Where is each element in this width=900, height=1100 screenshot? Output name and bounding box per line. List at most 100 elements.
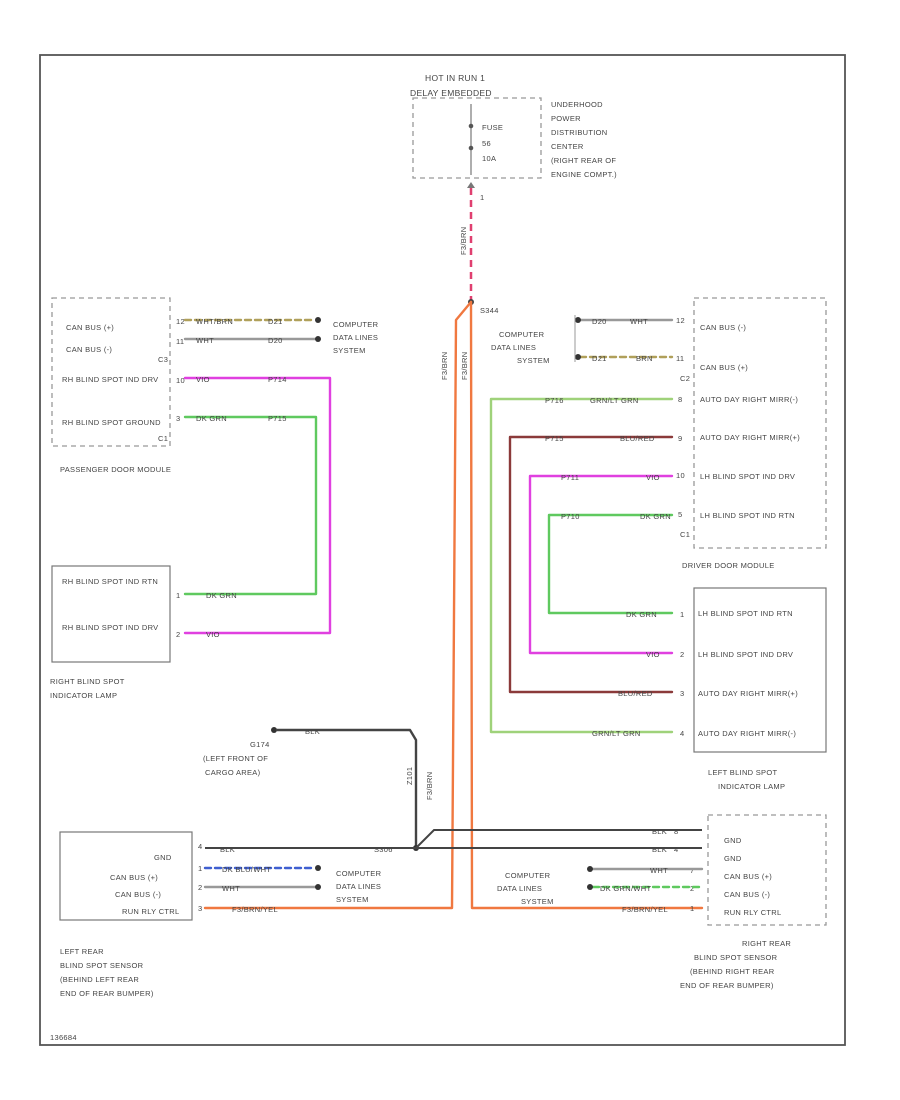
wire-code: D21 <box>592 354 607 363</box>
rh-ind-rtn-wire <box>183 415 318 596</box>
passenger-door-module-box <box>51 297 171 447</box>
pdm-pin: 3 <box>176 414 180 423</box>
pdc-line: ENGINE COMPT.) <box>551 170 617 179</box>
terminal-dot <box>575 317 581 323</box>
pdc-pin: 1 <box>480 193 484 202</box>
data-lines-label: COMPUTER <box>336 869 382 878</box>
data-lines-label: SYSTEM <box>336 895 369 904</box>
rsensor-pin: 8 <box>674 827 678 836</box>
right-sensor-title: (BEHIND RIGHT REAR <box>690 967 775 976</box>
pdc-box <box>412 97 542 179</box>
wire-label: WHT <box>222 884 240 893</box>
wire-label: WHT/BRN <box>196 317 233 326</box>
run-relay-feed-right <box>469 300 704 910</box>
run-relay-feed-left <box>203 300 473 910</box>
wire-label: DK BLU/WHT <box>222 865 271 874</box>
data-lines-label: SYSTEM <box>517 356 550 365</box>
llamp-row-label: LH BLIND SPOT IND DRV <box>698 650 793 659</box>
llamp-row-label: AUTO DAY RIGHT MIRR(-) <box>698 729 796 738</box>
splice-label: S344 <box>480 306 499 315</box>
wire-code: D20 <box>268 336 283 345</box>
ddm-pin: 11 <box>676 354 684 363</box>
left-sensor-title: LEFT REAR <box>60 947 104 956</box>
wire-label: VIO <box>196 375 210 384</box>
wire-label: GRN/LT GRN <box>592 729 641 738</box>
ground-vertical-wire: F3/BRN <box>425 772 434 800</box>
right-lamp-title: RIGHT BLIND SPOT <box>50 677 125 686</box>
llamp-row-label: AUTO DAY RIGHT MIRR(+) <box>698 689 798 698</box>
rsensor-row-label: CAN BUS (+) <box>724 872 772 881</box>
lsensor-row-label: CAN BUS (-) <box>115 890 161 899</box>
ddm-connector: C1 <box>680 530 690 539</box>
ground-desc: CARGO AREA) <box>205 768 261 777</box>
wire-label: F3/BRN/YEL <box>232 905 278 914</box>
wire-label: VIO <box>646 473 660 482</box>
ddm-pin: 8 <box>678 395 682 404</box>
driver-door-module-title: DRIVER DOOR MODULE <box>682 561 775 570</box>
rsensor-pin: 7 <box>690 866 694 875</box>
left-blind-spot-lamp-box <box>693 587 827 753</box>
splice-label: S306 <box>374 845 393 854</box>
right-gnd-wire-1 <box>415 829 702 849</box>
feed-wire-label: F3/BRN <box>440 352 449 380</box>
terminal-dot <box>315 884 321 890</box>
left-sensor-title: END OF REAR BUMPER) <box>60 989 154 998</box>
data-lines-label: DATA LINES <box>333 333 378 342</box>
lh-ind-drv-wire <box>528 474 674 655</box>
pdm-row-label: RH BLIND SPOT GROUND <box>62 418 161 427</box>
pdm-row-label: RH BLIND SPOT IND DRV <box>62 375 158 384</box>
wire-code: P710 <box>561 512 580 521</box>
llamp-pin: 4 <box>680 729 684 738</box>
fuse-amperage: 10A <box>482 154 496 163</box>
ddm-pin: 12 <box>676 316 685 325</box>
right-blind-spot-lamp-box <box>51 565 171 663</box>
figure-number: 136684 <box>50 1033 77 1042</box>
mirror-plus-wire <box>508 435 674 694</box>
fuse-terminal <box>468 145 474 151</box>
pdm-pin: 10 <box>176 376 185 385</box>
wire-label: DK GRN <box>206 591 237 600</box>
terminal-dot <box>587 884 593 890</box>
wire-label: BRN <box>636 354 653 363</box>
ground-wire <box>275 728 418 850</box>
wire-code: P716 <box>545 396 564 405</box>
rlamp-row-label: RH BLIND SPOT IND RTN <box>62 577 158 586</box>
llamp-pin: 1 <box>680 610 684 619</box>
pdm-row-label: CAN BUS (+) <box>66 323 114 332</box>
lsensor-row-label: CAN BUS (+) <box>110 873 158 882</box>
ground-splice-wire: Z101 <box>405 767 414 785</box>
wire-label: VIO <box>206 630 220 639</box>
llamp-row-label: LH BLIND SPOT IND RTN <box>698 609 793 618</box>
mirror-minus-wire <box>489 397 674 734</box>
pdc-description: UNDERHOOD POWER DISTRIBUTION CENTER (RIG… <box>551 100 617 179</box>
data-lines-label: SYSTEM <box>333 346 366 355</box>
feed-wire-label: F3/BRN <box>459 227 468 255</box>
ddm-row-label: CAN BUS (-) <box>700 323 746 332</box>
left-lamp-title: LEFT BLIND SPOT <box>708 768 777 777</box>
terminal-dot <box>315 336 321 342</box>
passenger-door-module-title: PASSENGER DOOR MODULE <box>60 465 171 474</box>
data-lines-label: DATA LINES <box>491 343 536 352</box>
ddm-pin: 5 <box>678 510 682 519</box>
lh-ind-rtn-wire <box>547 513 674 615</box>
pdm-connector: C3 <box>158 355 168 364</box>
rsensor-row-label: GND <box>724 836 742 845</box>
wire-code: P715 <box>268 414 287 423</box>
lsensor-pin: 4 <box>198 842 202 851</box>
rsensor-row-label: CAN BUS (-) <box>724 890 770 899</box>
right-sensor-title: END OF REAR BUMPER) <box>680 981 774 990</box>
lsensor-row-label: GND <box>154 853 172 862</box>
connector-pin-icon <box>467 182 475 188</box>
llamp-pin: 3 <box>680 689 684 698</box>
wire-label: DK GRN <box>626 610 657 619</box>
data-lines-label: DATA LINES <box>336 882 381 891</box>
pdc-line: CENTER <box>551 142 584 151</box>
lsensor-pin: 3 <box>198 904 202 913</box>
rsensor-row-label: GND <box>724 854 742 863</box>
rh-ind-drv-wire <box>183 376 332 635</box>
ground-terminal <box>271 727 277 733</box>
wire-label: DK GRN <box>196 414 227 423</box>
pdc-line: (RIGHT REAR OF <box>551 156 616 165</box>
data-lines-label: COMPUTER <box>333 320 379 329</box>
